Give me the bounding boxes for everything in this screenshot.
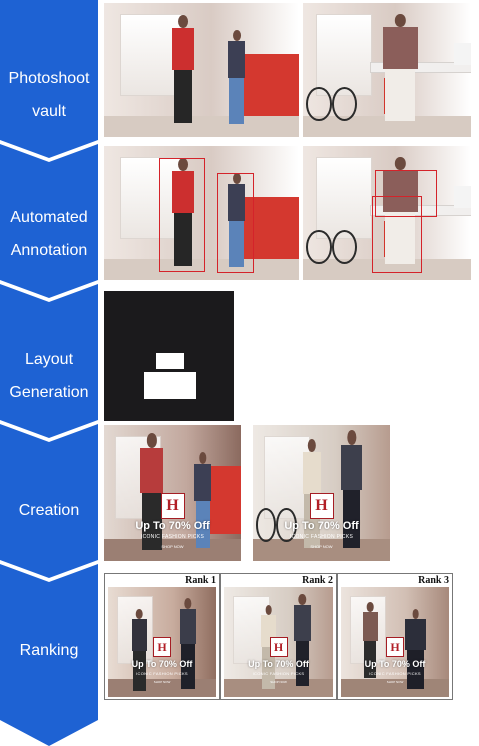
stage-label-layout: Layout Generation — [9, 351, 89, 401]
model-figure — [292, 593, 314, 689]
bounding-box — [158, 158, 206, 272]
model-figure — [401, 609, 429, 690]
model-figure — [137, 433, 167, 553]
model-figure — [377, 156, 424, 267]
layout-block-logo — [156, 353, 184, 369]
bounding-box — [217, 172, 255, 274]
creative-subline: ICONIC FASHION PICKS — [136, 671, 188, 676]
creative-cta: SHOP NOW — [270, 680, 287, 684]
stage-chevron-annotation — [0, 144, 98, 298]
creative-cta: SHOP NOW — [161, 544, 184, 549]
annotated-photo-1 — [104, 146, 299, 280]
bicycle — [306, 226, 357, 264]
model-figure — [177, 598, 199, 690]
rank-label: Rank 2 — [302, 575, 333, 586]
model-figure — [168, 158, 197, 268]
brand-logo: H — [309, 493, 334, 519]
bounding-box — [375, 170, 438, 217]
model-figure — [360, 602, 379, 679]
model-figure — [168, 15, 197, 125]
vault-photo-1 — [104, 3, 299, 137]
creative-cta: SHOP NOW — [386, 680, 404, 684]
stage-chevron-creation — [0, 424, 98, 578]
creative-headline: Up To 70% Off — [248, 659, 309, 669]
creative-headline: Up To 70% Off — [284, 520, 359, 532]
stage-label-ranking: Ranking — [19, 642, 79, 659]
pipeline-arrow-column — [0, 0, 98, 746]
creative-cta: SHOP NOW — [310, 544, 333, 549]
creative-subline: ICONIC FASHION PICKS — [369, 671, 421, 676]
creative-headline: Up To 70% Off — [364, 659, 426, 669]
annotated-photo-2 — [303, 146, 471, 280]
brand-logo: H — [160, 493, 185, 519]
rank-card-1: Rank 1 H Up To 70% Off ICONIC FASHION PI… — [104, 573, 220, 700]
creative-1: H Up To 70% Off ICONIC FASHION PICKS SHO… — [104, 425, 241, 561]
rank-card-3: Rank 3 H Up To 70% Off ICONIC FASHION PI… — [337, 573, 453, 700]
model-figure — [225, 29, 248, 126]
stage-label-creation: Creation — [18, 502, 80, 519]
model-figure — [130, 609, 149, 693]
stage-label-annotation: Automated Annotation — [10, 209, 88, 259]
creative-subline: ICONIC FASHION PICKS — [140, 534, 205, 540]
model-figure — [259, 604, 279, 691]
brand-logo: H — [269, 637, 288, 657]
model-figure — [338, 430, 365, 550]
model-figure — [225, 172, 248, 269]
brand-logo: H — [386, 637, 404, 657]
stage-chevron-ranking — [0, 564, 98, 746]
creative-cta: SHOP NOW — [153, 680, 171, 684]
bicycle — [255, 504, 297, 542]
rank-label: Rank 1 — [185, 575, 216, 586]
rank-card-2: Rank 2 H Up To 70% Off ICONIC FASHION PI… — [220, 573, 337, 700]
creative-subline: ICONIC FASHION PICKS — [289, 534, 354, 540]
creative-2: H Up To 70% Off ICONIC FASHION PICKS SHO… — [253, 425, 390, 561]
creative-subline: ICONIC FASHION PICKS — [252, 671, 305, 676]
model-figure — [377, 13, 424, 124]
model-figure — [192, 452, 214, 550]
bicycle — [306, 83, 357, 121]
rank-label: Rank 3 — [418, 575, 449, 586]
creative-headline: Up To 70% Off — [135, 520, 210, 532]
creative-headline: Up To 70% Off — [131, 659, 193, 669]
stage-label-photoshoot: Photoshoot vault — [8, 70, 90, 120]
stage-chevron-layout — [0, 284, 98, 438]
stage-chevron-photoshoot — [0, 0, 98, 158]
generated-layout-canvas — [104, 291, 234, 421]
vault-photo-2 — [303, 3, 471, 137]
layout-block-text — [144, 372, 196, 399]
brand-logo: H — [153, 637, 171, 657]
bounding-box — [371, 195, 423, 274]
